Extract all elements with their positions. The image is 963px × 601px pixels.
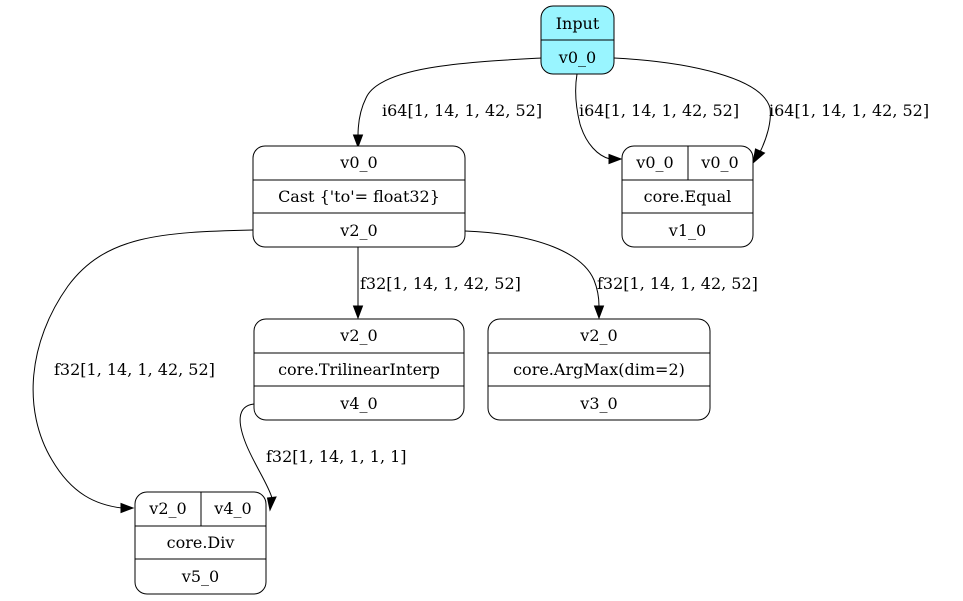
node-cast-input: v0_0 — [339, 153, 377, 172]
node-div-input-a: v2_0 — [148, 499, 186, 518]
node-input-title: Input — [556, 14, 600, 33]
node-trilinear-output: v4_0 — [339, 394, 377, 413]
node-div-op: core.Div — [167, 533, 235, 552]
arrowhead — [120, 502, 135, 514]
edge-label-cast-to-trilinear: f32[1, 14, 1, 42, 52] — [360, 274, 521, 293]
edge-cast-to-argmax — [464, 230, 605, 320]
node-equal-op: core.Equal — [644, 187, 732, 206]
node-trilinear[interactable]: v2_0 core.TrilinearInterp v4_0 — [253, 318, 465, 421]
node-trilinear-op: core.TrilinearInterp — [278, 360, 440, 379]
edge-label-input-to-cast: i64[1, 14, 1, 42, 52] — [382, 101, 542, 120]
node-trilinear-input: v2_0 — [339, 326, 377, 345]
node-input[interactable]: Input v0_0 — [540, 5, 615, 75]
node-equal[interactable]: v0_0 v0_0 core.Equal v1_0 — [621, 145, 754, 248]
edge-cast-to-trilinear — [352, 247, 364, 320]
arrowhead — [608, 153, 623, 165]
edge-trilinear-to-div — [239, 403, 277, 512]
node-equal-output: v1_0 — [668, 221, 706, 240]
arrowhead — [352, 134, 364, 149]
node-argmax[interactable]: v2_0 core.ArgMax(dim=2) v3_0 — [487, 318, 711, 421]
edge-label-cast-to-argmax: f32[1, 14, 1, 42, 52] — [597, 274, 758, 293]
edge-label-trilinear-to-div: f32[1, 14, 1, 1, 1] — [266, 447, 407, 466]
node-argmax-frame — [487, 318, 711, 421]
node-cast-op: Cast {'to'= float32} — [278, 187, 440, 206]
edge-input-to-cast — [352, 57, 542, 149]
edge-label-cast-to-div: f32[1, 14, 1, 42, 52] — [54, 360, 215, 379]
edge-input-to-equal-a — [575, 73, 623, 165]
edge-cast-to-div — [32, 229, 254, 514]
arrowhead — [266, 496, 277, 512]
arrowhead — [752, 148, 766, 165]
arrowhead — [352, 305, 364, 320]
node-argmax-op: core.ArgMax(dim=2) — [513, 360, 685, 379]
node-div[interactable]: v2_0 v4_0 core.Div v5_0 — [134, 491, 267, 595]
edge-label-input-to-equal-a: i64[1, 14, 1, 42, 52] — [579, 101, 739, 120]
edge-label-input-to-equal-b: i64[1, 14, 1, 42, 52] — [769, 101, 929, 120]
node-cast-frame — [252, 145, 466, 248]
node-equal-input-b: v0_0 — [700, 153, 738, 172]
node-cast[interactable]: v0_0 Cast {'to'= float32} v2_0 — [252, 145, 466, 248]
node-equal-input-a: v0_0 — [635, 153, 673, 172]
arrowhead — [593, 305, 605, 320]
node-argmax-input: v2_0 — [579, 326, 617, 345]
node-div-input-b: v4_0 — [213, 499, 251, 518]
edge-input-to-equal-b — [613, 57, 771, 165]
node-input-output: v0_0 — [558, 48, 596, 67]
node-argmax-output: v3_0 — [579, 394, 617, 413]
node-trilinear-frame — [253, 318, 465, 421]
node-div-output: v5_0 — [181, 567, 219, 586]
node-cast-output: v2_0 — [339, 221, 377, 240]
